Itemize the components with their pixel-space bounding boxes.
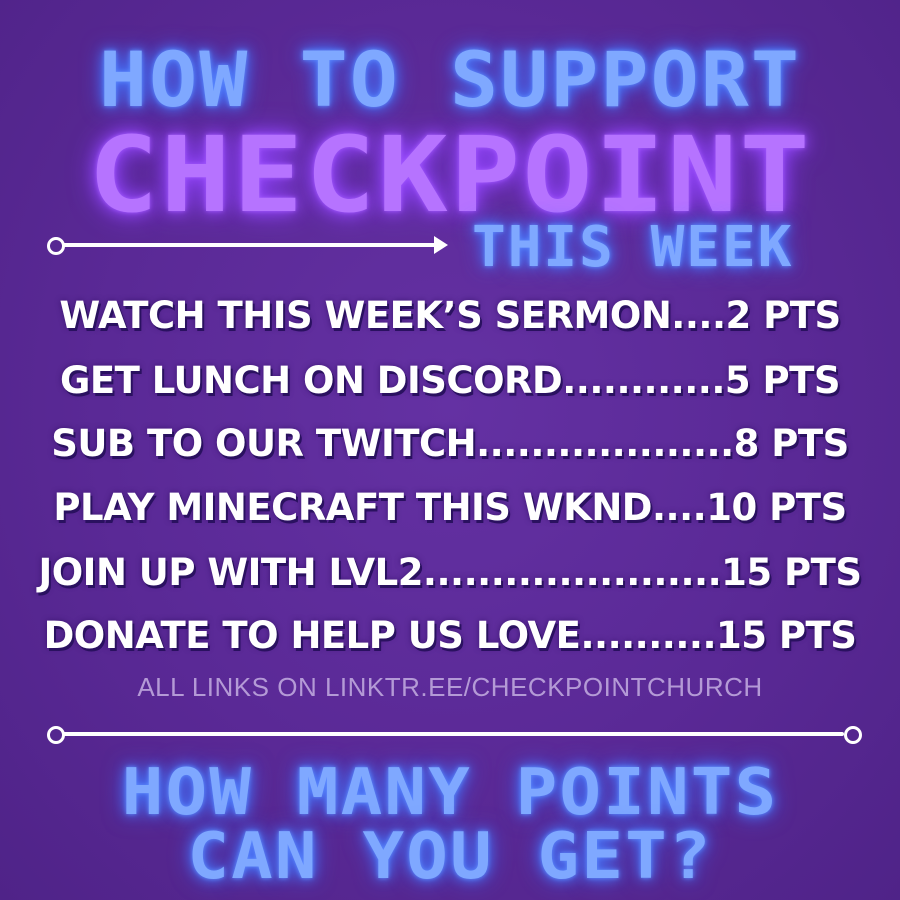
list-item-sermon: WATCH THIS WEEK’S SERMON....2 PTS — [59, 294, 841, 337]
arrow-head-icon — [434, 236, 448, 254]
arrow-line — [62, 243, 436, 247]
closing-line-2: CAN YOU GET? — [187, 820, 713, 894]
divider-line — [62, 732, 844, 736]
links-note: ALL LINKS ON LINKTR.EE/CHECKPOINTCHURCH — [137, 672, 763, 702]
subheadline-this-week: THIS WEEK — [472, 215, 794, 280]
closing-line-1: HOW MANY POINTS — [121, 756, 779, 830]
headline-top: HOW TO SUPPORT — [98, 35, 802, 124]
list-item-minecraft: PLAY MINECRAFT THIS WKND....10 PTS — [53, 486, 847, 529]
list-item-donate: DONATE TO HELP US LOVE..........15 PTS — [43, 614, 857, 657]
list-item-twitch: SUB TO OUR TWITCH...................8 PT… — [51, 422, 849, 465]
list-item-lunch: GET LUNCH ON DISCORD............5 PTS — [59, 359, 841, 402]
list-item-lvl2: JOIN UP WITH LVL2......................1… — [38, 551, 862, 594]
headline-main: CHECKPOINT — [88, 114, 812, 236]
divider-right-dot — [844, 726, 862, 744]
